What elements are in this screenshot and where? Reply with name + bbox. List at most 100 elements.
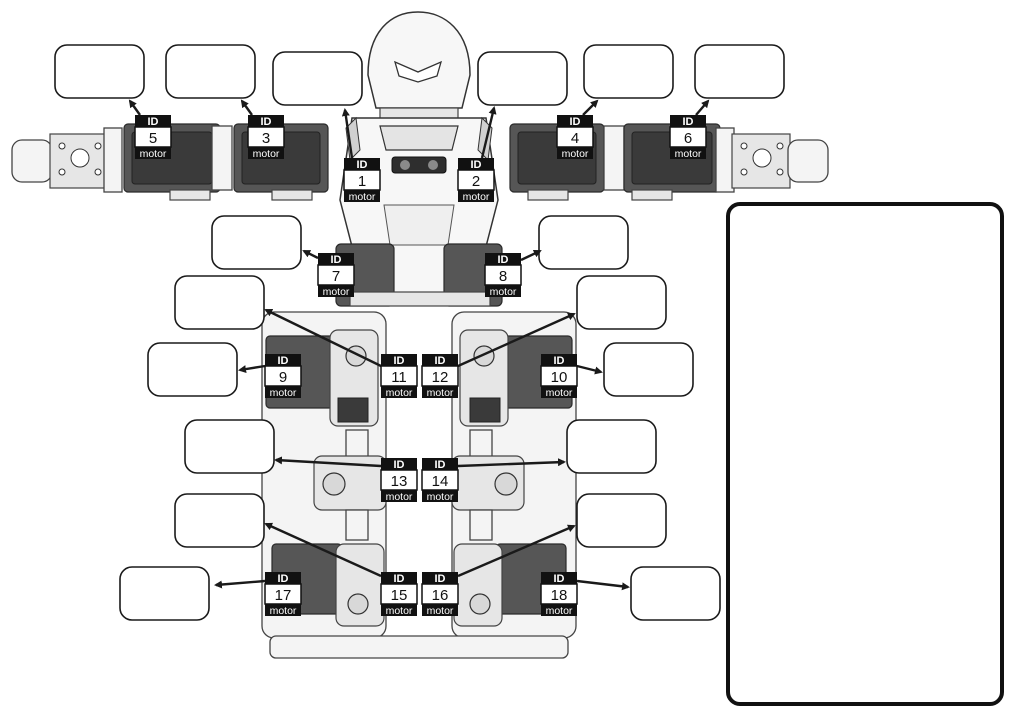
answer-box-motor-18[interactable] xyxy=(631,567,720,620)
motor-tag-3: ID 3motor xyxy=(248,115,284,160)
motor-id-number: 14 xyxy=(432,473,449,490)
answer-box-motor-2[interactable] xyxy=(478,52,567,105)
tag-id-text: ID xyxy=(435,459,446,471)
motor-id-number: 6 xyxy=(684,130,692,147)
answer-box-motor-8[interactable] xyxy=(539,216,628,269)
tag-motor-text: motor xyxy=(427,491,454,503)
tag-motor-text: motor xyxy=(427,387,454,399)
arrow-motor-4 xyxy=(583,101,597,115)
motor-tag-4: ID 4motor xyxy=(557,115,593,160)
motor-id-number: 2 xyxy=(472,173,480,190)
tag-id-text: ID xyxy=(570,116,581,128)
motor-tag-13: ID 13motor xyxy=(381,458,417,503)
motor-id-number: 18 xyxy=(551,587,568,604)
tag-id-text: ID xyxy=(357,159,368,171)
motor-tag-5: ID 5motor xyxy=(135,115,171,160)
answer-box-motor-10[interactable] xyxy=(604,343,693,396)
answer-box-motor-14[interactable] xyxy=(567,420,656,473)
tag-id-text: ID xyxy=(394,573,405,585)
answer-box-motor-16[interactable] xyxy=(577,494,666,547)
arrow-motor-18 xyxy=(577,581,628,587)
arrow-motor-10 xyxy=(577,366,601,372)
tag-motor-text: motor xyxy=(323,286,350,298)
arrow-motor-6 xyxy=(696,101,708,115)
arrow-motor-5 xyxy=(130,101,140,115)
answer-box-motor-9[interactable] xyxy=(148,343,237,396)
motor-id-number: 10 xyxy=(551,369,568,386)
motor-tag-14: ID 14motor xyxy=(422,458,458,503)
tag-motor-text: motor xyxy=(490,286,517,298)
tag-motor-text: motor xyxy=(546,605,573,617)
motor-tag-11: ID 11motor xyxy=(381,354,417,399)
answer-box-motor-15[interactable] xyxy=(175,494,264,547)
arrow-motor-7 xyxy=(304,251,318,258)
motor-id-number: 5 xyxy=(149,130,157,147)
motor-id-number: 3 xyxy=(262,130,270,147)
tag-motor-text: motor xyxy=(386,605,413,617)
tag-id-text: ID xyxy=(498,254,509,266)
motor-tag-2: ID 2motor xyxy=(458,158,494,203)
answer-box-motor-3[interactable] xyxy=(166,45,255,98)
motor-tag-18: ID 18motor xyxy=(541,572,577,617)
motor-id-number: 12 xyxy=(432,369,449,386)
tag-id-text: ID xyxy=(554,355,565,367)
tag-id-text: ID xyxy=(278,355,289,367)
answer-box-motor-13[interactable] xyxy=(185,420,274,473)
answer-box-motor-11[interactable] xyxy=(175,276,264,329)
tag-motor-text: motor xyxy=(253,148,280,160)
motor-tag-9: ID 9motor xyxy=(265,354,301,399)
motor-id-number: 4 xyxy=(571,130,579,147)
motor-tag-16: ID16motor xyxy=(422,572,458,617)
answer-box-motor-17[interactable] xyxy=(120,567,209,620)
tag-motor-text: motor xyxy=(386,491,413,503)
answer-box-motor-12[interactable] xyxy=(577,276,666,329)
motor-id-number: 11 xyxy=(391,369,407,386)
tag-id-text: ID xyxy=(394,355,405,367)
tag-id-text: ID xyxy=(148,116,159,128)
robot-head xyxy=(368,12,470,120)
notes-answer-panel[interactable] xyxy=(728,204,1002,704)
motor-tag-10: ID 10motor xyxy=(541,354,577,399)
tag-motor-text: motor xyxy=(270,605,297,617)
answer-box-motor-4[interactable] xyxy=(584,45,673,98)
arrow-motor-8 xyxy=(521,251,540,260)
motor-tag-6: ID 6motor xyxy=(670,115,706,160)
tag-motor-text: motor xyxy=(463,191,490,203)
motor-id-number: 17 xyxy=(275,587,292,604)
tag-id-text: ID xyxy=(278,573,289,585)
motor-tag-1: ID 1motor xyxy=(344,158,380,203)
motor-tag-12: ID 12motor xyxy=(422,354,458,399)
tag-motor-text: motor xyxy=(562,148,589,160)
tag-motor-text: motor xyxy=(386,387,413,399)
tag-motor-text: motor xyxy=(427,605,454,617)
motor-id-number: 13 xyxy=(391,473,408,490)
tag-id-text: ID xyxy=(261,116,272,128)
answer-box-motor-7[interactable] xyxy=(212,216,301,269)
motor-tag-7: ID 7motor xyxy=(318,253,354,298)
motor-id-number: 15 xyxy=(391,587,408,604)
answer-box-motor-1[interactable] xyxy=(273,52,362,105)
motor-id-number: 9 xyxy=(279,369,287,386)
answer-box-motor-6[interactable] xyxy=(695,45,784,98)
tag-id-text: ID xyxy=(471,159,482,171)
motor-id-number: 7 xyxy=(332,268,340,285)
arrow-motor-17 xyxy=(216,581,265,585)
tag-motor-text: motor xyxy=(675,148,702,160)
motor-id-number: 1 xyxy=(358,173,366,190)
tag-motor-text: motor xyxy=(140,148,167,160)
tag-motor-text: motor xyxy=(349,191,376,203)
robot-base xyxy=(270,636,568,658)
arrow-motor-3 xyxy=(242,101,252,115)
tag-id-text: ID xyxy=(435,573,446,585)
tag-id-text: ID xyxy=(394,459,405,471)
tag-motor-text: motor xyxy=(546,387,573,399)
tag-id-text: ID xyxy=(554,573,565,585)
motor-id-number: 8 xyxy=(499,268,507,285)
tag-motor-text: motor xyxy=(270,387,297,399)
answer-box-motor-5[interactable] xyxy=(55,45,144,98)
tag-id-text: ID xyxy=(331,254,342,266)
tag-id-text: ID xyxy=(435,355,446,367)
tag-id-text: ID xyxy=(683,116,694,128)
motor-tag-15: ID 15motor xyxy=(381,572,417,617)
